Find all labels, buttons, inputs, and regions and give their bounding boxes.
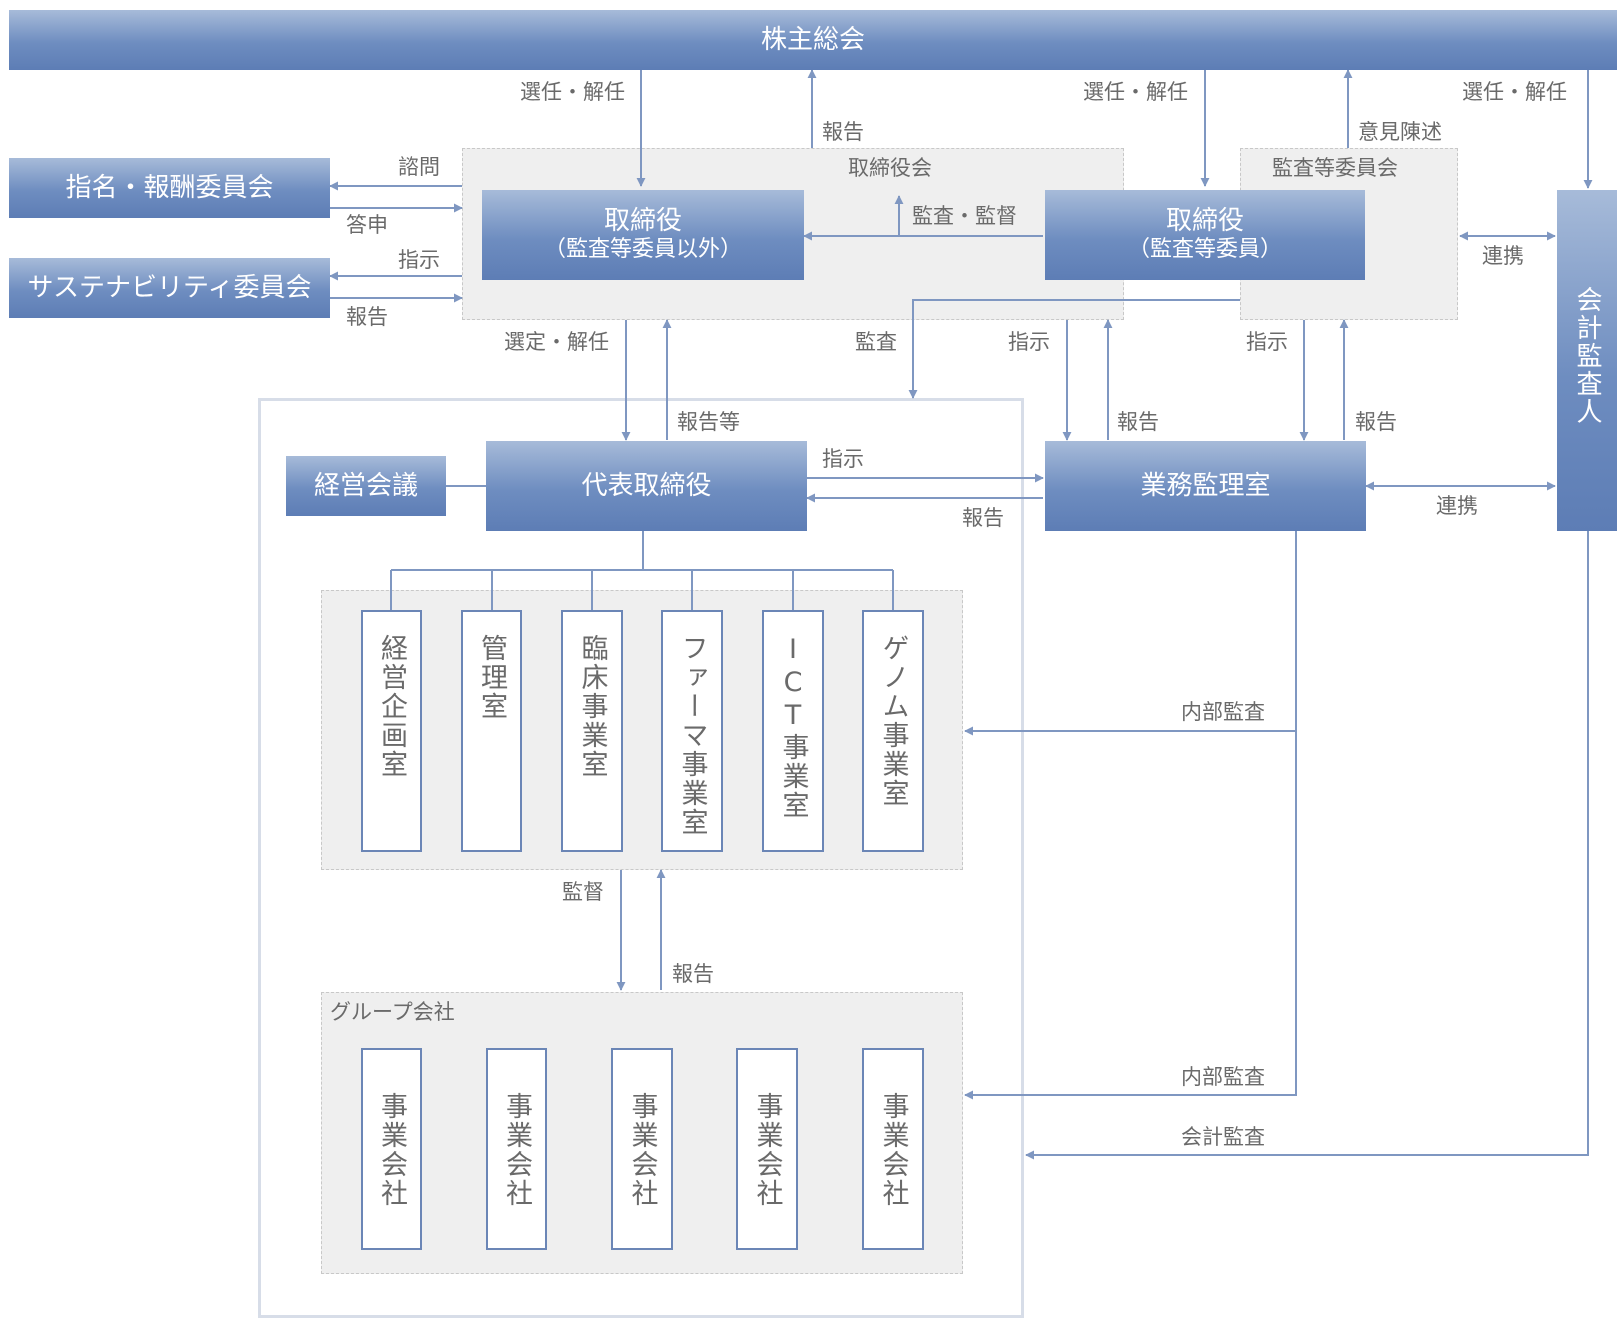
sustainability-committee-label: サステナビリティ委員会 [27,273,312,303]
label-elect-dismiss-1: 選任・解任 [520,80,625,104]
corporate-frame [258,398,1024,1318]
company-box: 事業会社 [361,1048,422,1250]
label-report-etc: 報告等 [677,410,740,434]
nomination-committee-box: 指名・報酬委員会 [9,158,330,218]
label-elect-dismiss-3: 選任・解任 [1462,80,1567,104]
dept-box: ゲノム事業室 [862,610,924,852]
departments-area [321,590,963,870]
label-instruct-a: 指示 [1008,330,1050,354]
company-label: 事業会社 [751,1092,783,1208]
dept-label: 管理室 [476,634,507,721]
label-report-sus: 報告 [346,305,388,329]
label-report-1: 報告 [822,120,864,144]
shareholders-meeting-bar: 株主総会 [9,10,1617,70]
label-audit-supervise: 監査・監督 [912,204,1017,228]
nomination-committee-label: 指名・報酬委員会 [65,173,274,203]
management-meeting-box: 経営会議 [286,456,446,516]
management-meeting-label: 経営会議 [313,471,418,501]
label-instruct-sus: 指示 [398,248,440,272]
label-cooperation-mid: 連携 [1436,494,1478,518]
company-label: 事業会社 [626,1092,658,1208]
directors-non-audit-box: 取締役 （監査等委員以外） [482,190,804,280]
directors-non-audit-title: 取締役 [603,206,682,236]
company-box: 事業会社 [486,1048,547,1250]
label-report-b: 報告 [1355,410,1397,434]
company-label: 事業会社 [501,1092,532,1208]
company-box: 事業会社 [736,1048,798,1250]
arrow-internal-audit-2 [964,731,1297,1100]
label-supervise: 監督 [562,880,604,904]
directors-audit-sub: （監査等委員） [1127,237,1282,262]
dept-label: ファーマ事業室 [676,634,708,837]
board-label: 取締役会 [848,156,932,180]
arrow-audit-frame [908,299,1240,399]
sustainability-committee-box: サステナビリティ委員会 [9,258,330,318]
arrow-accounting-audit [1025,531,1589,1160]
group-companies-label: グループ会社 [330,1000,455,1024]
label-audit: 監査 [855,330,897,354]
dept-box: 臨床事業室 [561,610,623,852]
label-internal-audit-1: 内部監査 [1181,700,1265,724]
label-opinion: 意見陳述 [1358,120,1442,144]
internal-audit-office-label: 業務監理室 [1140,471,1271,501]
label-select-dismiss: 選定・解任 [504,330,609,354]
ceo-box: 代表取締役 [486,441,807,531]
directors-audit-title: 取締役 [1165,206,1244,236]
label-elect-dismiss-2: 選任・解任 [1083,80,1188,104]
label-internal-audit-2: 内部監査 [1181,1065,1265,1089]
shareholders-meeting-label: 株主総会 [760,25,865,55]
label-instruct-b: 指示 [1246,330,1288,354]
label-consult: 諮問 [398,155,440,179]
label-report-group: 報告 [672,962,714,986]
label-accounting-audit: 会計監査 [1181,1125,1265,1149]
accounting-auditor-label: 会計監査人 [1572,286,1602,426]
dept-label: ICT事業室 [777,634,809,820]
dept-label: 経営企画室 [376,634,407,779]
dept-box: 管理室 [461,610,522,852]
dept-box: 経営企画室 [361,610,422,852]
company-label: 事業会社 [877,1092,909,1208]
directors-audit-box: 取締役 （監査等委員） [1045,190,1365,280]
ceo-label: 代表取締役 [581,471,712,501]
label-report-ceo: 報告 [962,506,1004,530]
accounting-auditor-box: 会計監査人 [1557,190,1617,531]
label-instruct-ceo: 指示 [822,447,864,471]
label-answer: 答申 [346,213,388,237]
internal-audit-office-box: 業務監理室 [1045,441,1366,531]
dept-box: ファーマ事業室 [661,610,723,852]
directors-non-audit-sub: （監査等委員以外） [543,237,742,262]
label-cooperation-top: 連携 [1482,244,1524,268]
dept-label: 臨床事業室 [576,634,608,779]
company-box: 事業会社 [862,1048,924,1250]
label-report-a: 報告 [1117,410,1159,434]
company-label: 事業会社 [376,1092,407,1208]
dept-label: ゲノム事業室 [877,634,909,808]
audit-committee-label: 監査等委員会 [1272,156,1398,180]
dept-box: ICT事業室 [762,610,824,852]
company-box: 事業会社 [611,1048,673,1250]
